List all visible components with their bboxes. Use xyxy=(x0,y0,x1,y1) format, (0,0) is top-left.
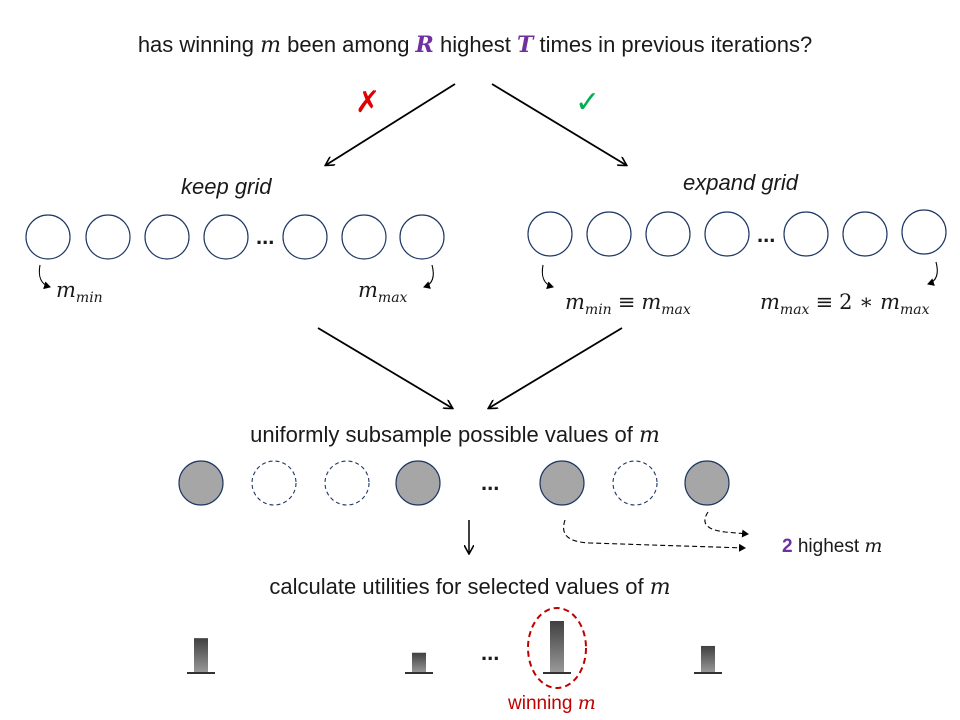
question-mid1: been among xyxy=(281,32,416,57)
keep-min-pointer xyxy=(38,264,51,290)
expand-min-equiv: ≡ xyxy=(617,290,636,314)
expand-max-factor: 2 ∗ xyxy=(839,290,881,314)
expand-grid-circle xyxy=(586,211,632,257)
expand-grid-circle xyxy=(527,211,573,257)
expand-max-lhs-sub: max xyxy=(779,302,810,318)
highest-text: highest xyxy=(792,536,865,557)
keep-max-sub: max xyxy=(377,290,408,306)
keep-grid-circle xyxy=(25,214,71,260)
subsample-title: uniformly subsample possible values of m xyxy=(250,424,660,447)
question-prefix: has winning xyxy=(137,32,261,57)
expand-max-pointer xyxy=(927,261,938,286)
expand-grid-circle xyxy=(645,211,691,257)
winner-highlight xyxy=(527,607,587,689)
expand-min-lhs-base: m xyxy=(565,290,585,314)
expand-grid-ellipsis: ... xyxy=(757,222,776,247)
question-title: has winning m been among R highest T tim… xyxy=(138,34,812,57)
utilities-title-m: m xyxy=(649,575,671,600)
utility-bars xyxy=(187,621,722,674)
utilities-ellipsis: ... xyxy=(481,640,500,665)
expand-grid-circle xyxy=(842,211,888,257)
expand-grid-circles xyxy=(527,209,947,257)
keep-min-label: mmin xyxy=(56,278,103,306)
subsample-circle-unselected xyxy=(612,460,658,506)
question-r-symbol: R xyxy=(415,32,434,58)
highest-m: m xyxy=(864,535,883,557)
arrow-expand-to-subsample xyxy=(489,327,623,408)
keep-grid-circles xyxy=(25,214,445,260)
expand-min-pointer xyxy=(541,264,554,290)
utility-bar xyxy=(701,645,715,673)
keep-grid-circle xyxy=(341,214,387,260)
subsample-circle-selected xyxy=(539,460,585,506)
utility-bar-winner xyxy=(550,621,564,673)
highest-pointer-1 xyxy=(563,519,746,552)
keep-max-base: m xyxy=(358,278,378,302)
utility-bar xyxy=(194,638,208,673)
expand-min-rhs-base: m xyxy=(641,290,662,314)
expand-max-rhs-sub: max xyxy=(899,302,930,318)
expand-max-equiv: ≡ xyxy=(815,290,834,314)
subsample-circle-selected xyxy=(178,460,224,506)
subsample-title-m: m xyxy=(638,423,660,448)
subsample-circles xyxy=(178,460,730,506)
utilities-title: calculate utilities for selected values … xyxy=(269,576,670,599)
expand-max-rhs-base: m xyxy=(880,290,900,314)
question-suffix: times in previous iterations? xyxy=(533,32,813,57)
winner-text: winning xyxy=(508,693,578,714)
keep-min-base: m xyxy=(56,278,76,302)
keep-min-sub: min xyxy=(75,290,103,306)
expand-max-lhs-base: m xyxy=(760,290,780,314)
keep-grid-circle xyxy=(399,214,445,260)
keep-max-pointer xyxy=(423,264,434,289)
question-mid2: highest xyxy=(433,32,518,57)
expand-grid-circle xyxy=(704,211,750,257)
winner-label: winning m xyxy=(508,692,596,714)
expand-min-lhs-sub: min xyxy=(584,302,612,318)
keep-grid-circle xyxy=(144,214,190,260)
no-mark-icon: ✗ xyxy=(355,85,381,120)
question-m-symbol: m xyxy=(260,33,281,58)
keep-grid-circle xyxy=(203,214,249,260)
keep-grid-circle xyxy=(85,214,131,260)
subsample-title-text: uniformly subsample possible values of xyxy=(250,422,639,447)
arrow-keep-to-subsample xyxy=(317,327,452,408)
highest-pointer-2 xyxy=(704,511,749,538)
subsample-circle-selected xyxy=(395,460,441,506)
expand-min-rhs-sub: max xyxy=(661,302,691,318)
yes-mark-icon: ✓ xyxy=(575,85,601,120)
winner-m: m xyxy=(577,692,596,714)
expand-min-equation: mmin≡mmax xyxy=(565,290,691,318)
subsample-circle-selected xyxy=(684,460,730,506)
arrow-to-expand-grid xyxy=(491,83,626,165)
subsample-circle-unselected xyxy=(251,460,297,506)
keep-max-label: mmax xyxy=(358,278,408,306)
utility-bar xyxy=(412,652,426,673)
utilities-title-text: calculate utilities for selected values … xyxy=(269,574,650,599)
arrow-to-keep-grid xyxy=(326,83,456,165)
highest-label: 2 highest m xyxy=(782,535,883,557)
question-t-symbol: T xyxy=(517,32,534,58)
expand-max-equation: mmax≡2 ∗ mmax xyxy=(760,290,930,318)
keep-grid-circle xyxy=(282,214,328,260)
expand-grid-label: expand grid xyxy=(683,170,798,195)
highest-count: 2 xyxy=(782,536,793,557)
expand-grid-circle xyxy=(901,209,947,255)
keep-grid-ellipsis: ... xyxy=(256,224,275,249)
subsample-ellipsis: ... xyxy=(481,470,500,495)
subsample-circle-unselected xyxy=(324,460,370,506)
keep-grid-label: keep grid xyxy=(181,174,272,199)
expand-grid-circle xyxy=(783,211,829,257)
